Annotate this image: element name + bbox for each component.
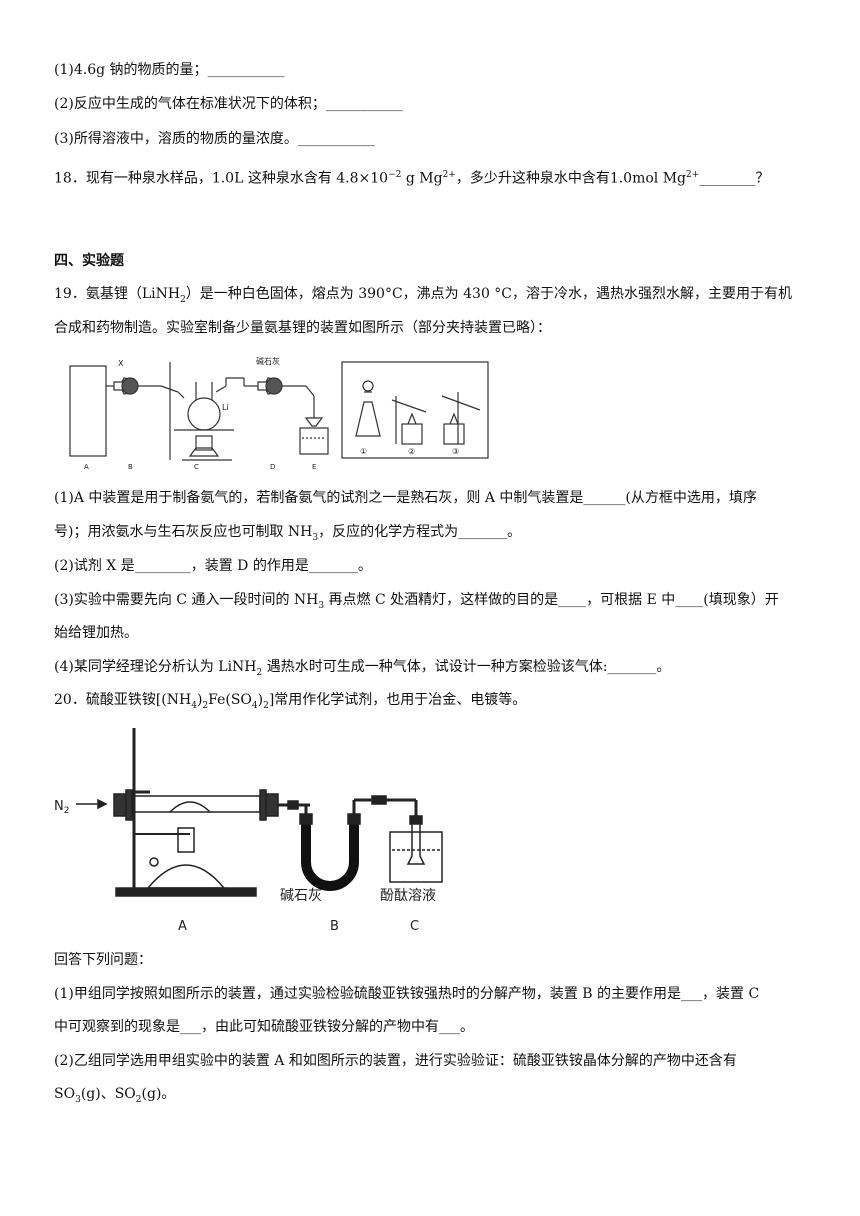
q20-part2-line2: SO3(g)、SO2(g)。 xyxy=(54,1086,176,1105)
iron-stand-base xyxy=(115,887,257,897)
label-n2: N2 xyxy=(54,799,69,816)
label-a: A xyxy=(84,463,89,471)
label-fig-b: B xyxy=(330,919,339,934)
q20-intro: 20．硫酸亚铁铵[(NH4)2Fe(SO4)2]常用作化学试剂，也用于冶金、电镀… xyxy=(54,692,527,711)
label-d: D xyxy=(270,463,275,471)
label-phenolphthalein: 酚酞溶液 xyxy=(380,888,436,904)
label-fig-c: C xyxy=(410,919,419,934)
q20-apparatus-figure: N2 碱石灰 酚酞溶液 A B C xyxy=(54,728,443,934)
q19-part1-line1: (1)A 中装置是用于制备氨气的，若制备氨气的试剂之一是熟石灰，则 A 中制气装… xyxy=(54,490,757,506)
q19-part3-line2: 始给锂加热。 xyxy=(54,625,138,641)
q20-answer-prompt: 回答下列问题： xyxy=(54,952,152,968)
label-li: Li xyxy=(222,403,229,412)
label-soda-lime-b: 碱石灰 xyxy=(280,888,322,904)
label-option-2: ② xyxy=(408,447,415,456)
q19-part3-line1: (3)实验中需要先向 C 通入一段时间的 NH3 再点燃 C 处酒精灯，这样做的… xyxy=(54,592,779,611)
q19-intro-line2: 合成和药物制造。实验室制备少量氨基锂的装置如图所示（部分夹持装置已略）： xyxy=(54,320,551,336)
q19-part1-line2: 号)；用浓氨水与生石灰反应也可制取 NH3，反应的化学方程式为_______。 xyxy=(54,524,522,543)
apparatus-e-funnel xyxy=(304,417,324,427)
label-fig-a: A xyxy=(178,919,187,934)
label-e: E xyxy=(312,463,316,471)
label-b: B xyxy=(128,463,133,471)
label-option-3: ③ xyxy=(452,447,459,456)
section-heading: 四、实验题 xyxy=(54,253,124,269)
option-3-tube xyxy=(441,395,481,411)
apparatus-c-flask xyxy=(187,397,221,431)
q19-part4: (4)某同学经理论分析认为 LiNH2 遇热水时可生成一种气体，试设计一种方案检… xyxy=(54,659,671,678)
option-2-tube xyxy=(391,399,427,413)
apparatus-e-beaker xyxy=(299,427,329,455)
q18-text: 18．现有一种泉水样品，1.0L 这种泉水含有 4.8×10−2 g Mg2+，… xyxy=(54,170,770,187)
burner-base xyxy=(146,864,226,889)
q17-part3: (3)所得溶液中，溶质的物质的量浓度。___________ xyxy=(54,131,375,147)
label-x: X xyxy=(118,359,124,368)
hard-glass-tube xyxy=(131,795,261,813)
q19-apparatus-figure: X 碱石灰 Li A B C D E ① ② ③ xyxy=(69,356,489,471)
q19-intro-line1: 19．氨基锂（LiNH2）是一种白色固体，熔点为 390°C，沸点为 430 °… xyxy=(54,286,793,305)
apparatus-a-box xyxy=(69,365,107,457)
label-c: C xyxy=(194,463,199,471)
q19-part2: (2)试剂 X 是________，装置 D 的作用是_______。 xyxy=(54,558,372,574)
label-soda-lime: 碱石灰 xyxy=(256,356,280,366)
q20-part1-line2: 中可观察到的现象是___，由此可知硫酸亚铁铵分解的产物中有___。 xyxy=(54,1019,474,1035)
sample-boat xyxy=(169,801,211,813)
q17-part1: (1)4.6g 钠的物质的量；___________ xyxy=(54,62,285,78)
q17-part2: (2)反应中生成的气体在标准状况下的体积；___________ xyxy=(54,96,403,112)
q20-part2-line1: (2)乙组同学选用甲组实验中的装置 A 和如图所示的装置，进行实验验证：硫酸亚铁… xyxy=(54,1053,737,1069)
q20-part1-line1: (1)甲组同学按照如图所示的装置，通过实验检验硫酸亚铁铵强热时的分解产物，装置 … xyxy=(54,986,760,1002)
option-1-flask xyxy=(355,401,381,437)
burner xyxy=(177,827,195,853)
label-option-1: ① xyxy=(360,447,367,456)
option-box xyxy=(341,361,489,459)
beaker xyxy=(389,831,443,883)
u-tube xyxy=(301,820,359,891)
